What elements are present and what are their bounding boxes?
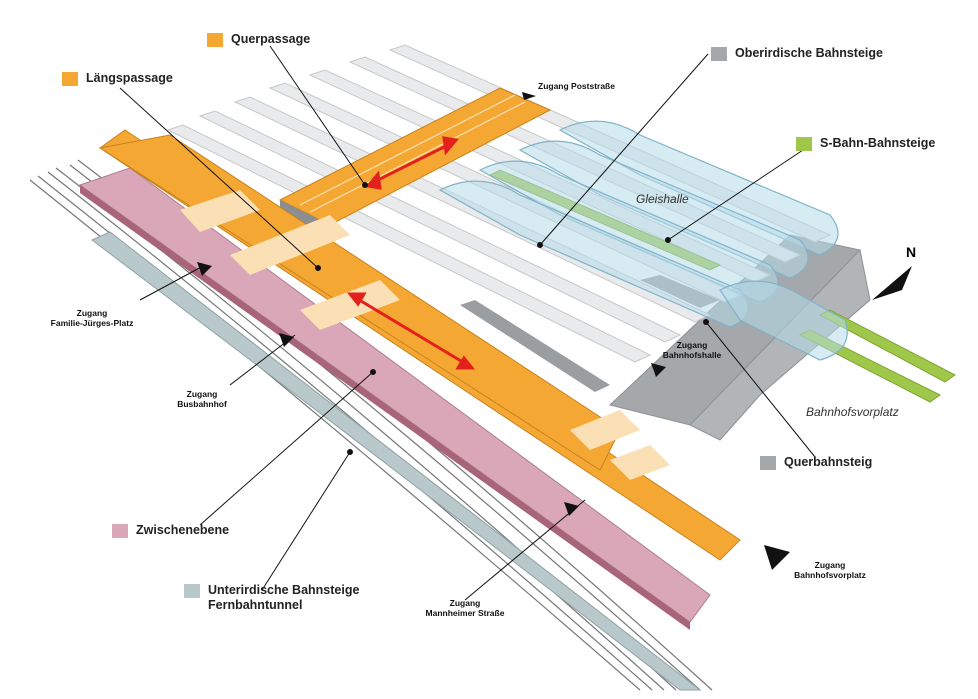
access-arrows bbox=[197, 92, 790, 570]
swatch-oberirdisch bbox=[711, 47, 727, 61]
access-familie-line2: Familie-Jürges-Platz bbox=[50, 318, 134, 328]
access-bahnhofshalle: Zugang Bahnhofshalle bbox=[652, 340, 732, 360]
gleishalle-label: Gleishalle bbox=[636, 192, 689, 206]
passage-arrows bbox=[346, 136, 476, 370]
north-label: N bbox=[906, 244, 917, 260]
legend-unterirdisch-label: Unterirdische Bahnsteige Fernbahntunnel bbox=[208, 583, 359, 613]
legend-querpassage: Querpassage bbox=[207, 32, 310, 47]
legend-querbahnsteig: Querbahnsteig bbox=[760, 455, 872, 470]
unterirdische-bahnsteige bbox=[91, 231, 702, 691]
legend-querpassage-label: Querpassage bbox=[231, 32, 311, 46]
swatch-querpassage bbox=[207, 33, 223, 47]
leader-lines bbox=[119, 45, 816, 601]
laengspassage-openings bbox=[180, 190, 670, 480]
legend-oberirdisch: Oberirdische Bahnsteige bbox=[711, 46, 883, 61]
access-bahnhofshalle-line1: Zugang bbox=[676, 340, 708, 350]
legend-sbahn-label: S-Bahn-Bahnsteige bbox=[820, 136, 936, 150]
access-busbahnhof-line2: Busbahnhof bbox=[177, 399, 227, 409]
north-arrow bbox=[872, 266, 912, 300]
bahnhofsvorplatz-label: Bahnhofsvorplatz bbox=[806, 405, 899, 419]
access-bahnhofshalle-line2: Bahnhofshalle bbox=[662, 350, 722, 360]
access-poststrasse: Zugang Poststraße bbox=[538, 81, 615, 91]
legend-unterirdisch-line2: Fernbahntunnel bbox=[208, 598, 303, 612]
access-mannheimer-strasse: Zugang Mannheimer Straße bbox=[405, 598, 525, 618]
legend-querbahnsteig-label: Querbahnsteig bbox=[784, 455, 873, 469]
access-familie-juerges-platz: Zugang Familie-Jürges-Platz bbox=[32, 308, 152, 328]
access-vorplatz-line1: Zugang bbox=[814, 560, 846, 570]
querpassage-ticks bbox=[299, 94, 526, 213]
access-vorplatz-line2: Bahnhofsvorplatz bbox=[794, 570, 866, 580]
legend-zwischenebene-label: Zwischenebene bbox=[136, 523, 230, 537]
swatch-zwischenebene bbox=[112, 524, 128, 538]
legend-zwischenebene: Zwischenebene bbox=[112, 523, 229, 538]
gleishalle bbox=[438, 120, 848, 361]
swatch-sbahn bbox=[796, 137, 812, 151]
access-busbahnhof: Zugang Busbahnhof bbox=[162, 389, 242, 409]
access-mannheimer-line2: Mannheimer Straße bbox=[425, 608, 505, 618]
swatch-querbahnsteig bbox=[760, 456, 776, 470]
zwischenebene-edge bbox=[80, 185, 690, 630]
access-busbahnhof-line1: Zugang bbox=[186, 389, 218, 399]
legend-unterirdisch-line1: Unterirdische Bahnsteige bbox=[208, 583, 360, 597]
access-mannheimer-line1: Zugang bbox=[449, 598, 481, 608]
legend-laengspassage: Längspassage bbox=[62, 71, 173, 86]
legend-unterirdisch: Unterirdische Bahnsteige Fernbahntunnel bbox=[184, 583, 359, 613]
access-familie-line1: Zugang bbox=[76, 308, 108, 318]
legend-laengspassage-label: Längspassage bbox=[86, 71, 173, 85]
access-bahnhofsvorplatz: Zugang Bahnhofsvorplatz bbox=[780, 560, 880, 580]
swatch-laengspassage bbox=[62, 72, 78, 86]
swatch-unterirdisch bbox=[184, 584, 200, 598]
legend-sbahn: S-Bahn-Bahnsteige bbox=[796, 136, 935, 151]
legend-oberirdisch-label: Oberirdische Bahnsteige bbox=[735, 46, 883, 60]
